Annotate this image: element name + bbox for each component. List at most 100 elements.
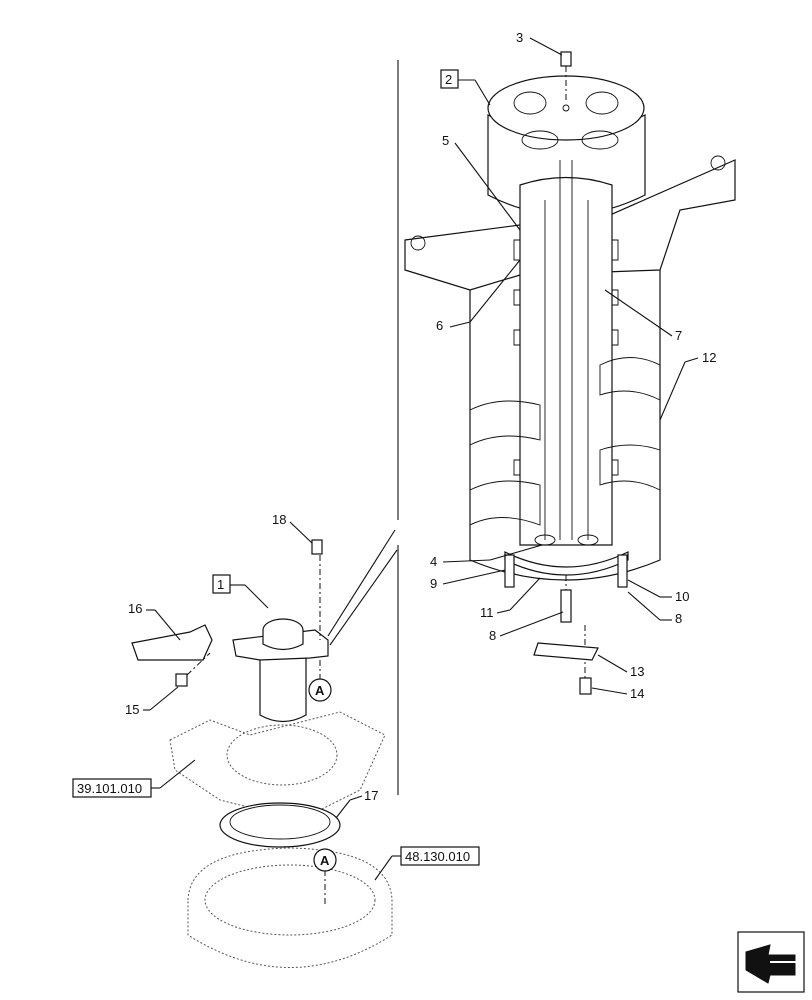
flange-hole-left bbox=[410, 235, 426, 251]
port-lower-right bbox=[581, 130, 619, 150]
seals-left bbox=[513, 239, 520, 476]
reference-A-upper-label: A bbox=[315, 683, 325, 698]
leader-9 bbox=[442, 569, 506, 585]
leader-ref-48b bbox=[374, 855, 393, 881]
bolt-18 bbox=[311, 539, 323, 555]
reference-A-upper bbox=[308, 678, 332, 702]
port-upper-right bbox=[585, 91, 619, 115]
callout-3: 3 bbox=[516, 30, 523, 45]
callout-7: 7 bbox=[675, 328, 682, 343]
ref-39-101-010: 39.101.010 bbox=[77, 781, 142, 796]
groove-left-2 bbox=[469, 480, 541, 526]
leader-15b bbox=[149, 686, 179, 711]
leader-ref-39b bbox=[159, 759, 196, 789]
callout-1: 1 bbox=[217, 577, 224, 592]
leader-6b bbox=[469, 259, 521, 323]
callout-15: 15 bbox=[125, 702, 139, 717]
ghost-frame-opening bbox=[226, 724, 338, 786]
leader-3 bbox=[529, 37, 563, 56]
seals-right bbox=[612, 239, 619, 476]
leader-17a bbox=[349, 795, 363, 801]
small-assembly bbox=[131, 529, 398, 723]
leader-14 bbox=[591, 687, 628, 695]
leader-10b bbox=[627, 579, 661, 598]
leader-small-to-view-2 bbox=[329, 549, 398, 646]
navigation-arrow-icon[interactable] bbox=[737, 931, 805, 993]
callout-16: 16 bbox=[128, 601, 142, 616]
leader-small-to-view bbox=[327, 529, 396, 637]
leader-12a bbox=[684, 357, 699, 363]
callout-10: 10 bbox=[675, 589, 689, 604]
lower-fasteners bbox=[533, 575, 599, 695]
leader-4b bbox=[489, 544, 543, 561]
callout-12: 12 bbox=[702, 350, 716, 365]
screw-3-body bbox=[560, 51, 572, 67]
arrow-shape bbox=[745, 944, 796, 984]
small-cap bbox=[262, 630, 304, 651]
ref-48-130-010: 48.130.010 bbox=[405, 849, 470, 864]
ghost-upper-frame bbox=[169, 711, 386, 821]
leader-12b bbox=[659, 361, 686, 421]
callout-17: 17 bbox=[364, 788, 378, 803]
callout-2-box bbox=[440, 69, 459, 89]
ghost-base bbox=[187, 847, 393, 968]
screw-14 bbox=[579, 677, 592, 695]
callout-11: 11 bbox=[480, 605, 494, 620]
leader-7 bbox=[604, 289, 673, 337]
small-swivel-body bbox=[259, 640, 307, 723]
leader-2b bbox=[474, 79, 491, 106]
bolt-8-lower bbox=[560, 589, 572, 623]
bottom-fitting-right bbox=[577, 534, 599, 546]
reference-parts bbox=[169, 660, 393, 968]
callout-1-box bbox=[212, 574, 231, 594]
groove-left-1 bbox=[469, 400, 541, 446]
leader-11b bbox=[509, 577, 541, 611]
leader-18 bbox=[289, 521, 313, 544]
leader-8b-b bbox=[627, 591, 661, 621]
leader-17b bbox=[335, 799, 351, 819]
callout-8a: 8 bbox=[489, 628, 496, 643]
bottom-fitting-left bbox=[534, 534, 556, 546]
callout-5: 5 bbox=[442, 133, 449, 148]
callouts: 3 2 5 6 7 12 4 9 10 11 8 bbox=[72, 30, 716, 881]
flange-hole-right bbox=[710, 155, 726, 171]
bolt-right bbox=[617, 554, 628, 588]
callout-4: 4 bbox=[430, 554, 437, 569]
bolt-left bbox=[504, 554, 515, 588]
bottom-cover bbox=[504, 551, 629, 576]
leader-8a bbox=[499, 611, 564, 637]
ring-17-inner bbox=[229, 804, 331, 840]
callout-13: 13 bbox=[630, 664, 644, 679]
reference-A-lower bbox=[313, 848, 337, 872]
callout-9: 9 bbox=[430, 576, 437, 591]
leader-13 bbox=[597, 654, 628, 673]
lock-plate-13 bbox=[533, 642, 599, 661]
callout-8b: 8 bbox=[675, 611, 682, 626]
groove-right-1 bbox=[599, 357, 661, 401]
swivel-joint-assembly bbox=[404, 75, 736, 588]
leader-16b bbox=[154, 609, 181, 641]
ghost-base-top bbox=[204, 864, 376, 936]
port-lower-left bbox=[521, 130, 559, 150]
leader-1b bbox=[244, 584, 269, 609]
groove-right-2 bbox=[599, 444, 661, 491]
leader-4a bbox=[442, 559, 491, 563]
inner-shaft-cutaway bbox=[519, 176, 613, 546]
screw-3 bbox=[560, 51, 572, 100]
leader-11a bbox=[496, 609, 511, 614]
reference-A-lower-label: A bbox=[320, 853, 330, 868]
bolt-15-axis bbox=[186, 652, 211, 676]
port-upper-left bbox=[513, 91, 547, 115]
callout-2: 2 bbox=[445, 72, 452, 87]
bolt-15 bbox=[175, 673, 188, 687]
ring-17-outer bbox=[219, 802, 341, 848]
leader-5 bbox=[454, 142, 521, 231]
arrow-highlight bbox=[770, 961, 801, 980]
center-port bbox=[562, 104, 570, 112]
bracket-16 bbox=[131, 624, 213, 661]
callout-14: 14 bbox=[630, 686, 644, 701]
leader-6a bbox=[449, 321, 471, 328]
callout-18: 18 bbox=[272, 512, 286, 527]
